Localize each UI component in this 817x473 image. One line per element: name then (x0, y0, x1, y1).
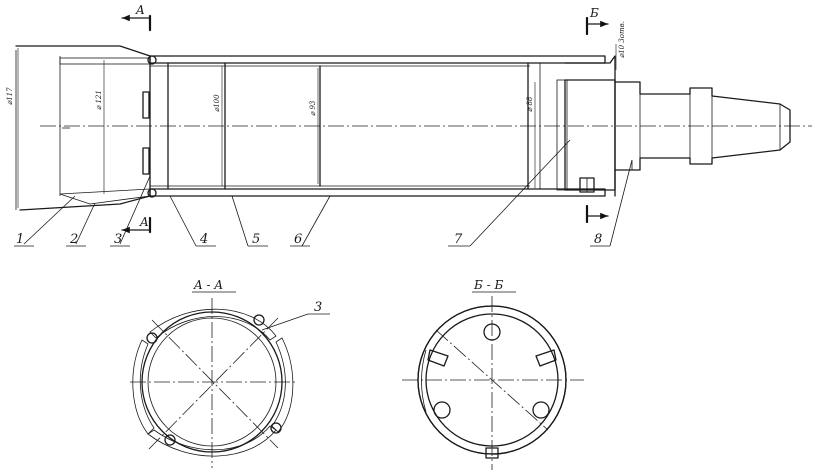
section-a-a: A - A 3 (130, 278, 330, 468)
section-mark-a-bottom: A (139, 215, 149, 229)
section-mark-a-top: A (135, 3, 145, 17)
callout-4: 4 (199, 232, 208, 247)
callout-3: 3 (114, 232, 122, 247)
main-view (15, 45, 812, 211)
section-a-a-title: A - A (193, 278, 223, 292)
dimension-labels: ⌀117 ⌀ 121 ⌀100 ⌀ 93 ⌀ 88 ⌀10 3отв. (6, 21, 626, 116)
dim-88: ⌀ 88 (526, 96, 534, 112)
dim-121: ⌀ 121 (95, 90, 103, 110)
callouts: 1 2 3 4 5 6 7 8 (14, 139, 633, 247)
callout-8: 8 (594, 232, 602, 247)
callout-7: 7 (454, 232, 463, 247)
section-mark-b-top: Б (589, 6, 599, 20)
dim-117: ⌀117 (6, 87, 14, 105)
callout-1: 1 (16, 232, 24, 247)
dim-93: ⌀ 93 (309, 100, 317, 116)
callout-2: 2 (69, 232, 78, 247)
callout-5: 5 (252, 232, 260, 247)
dimension-lines (17, 44, 617, 208)
section-b-b: Б - Б (402, 278, 584, 470)
section-cut-marks: A A Б (121, 3, 609, 234)
dim-10-holes: ⌀10 3отв. (618, 21, 626, 58)
section-a-callout-3: 3 (314, 300, 322, 315)
dim-100: ⌀100 (213, 94, 221, 112)
section-b-b-title: Б - Б (473, 278, 504, 292)
callout-6: 6 (294, 232, 302, 247)
